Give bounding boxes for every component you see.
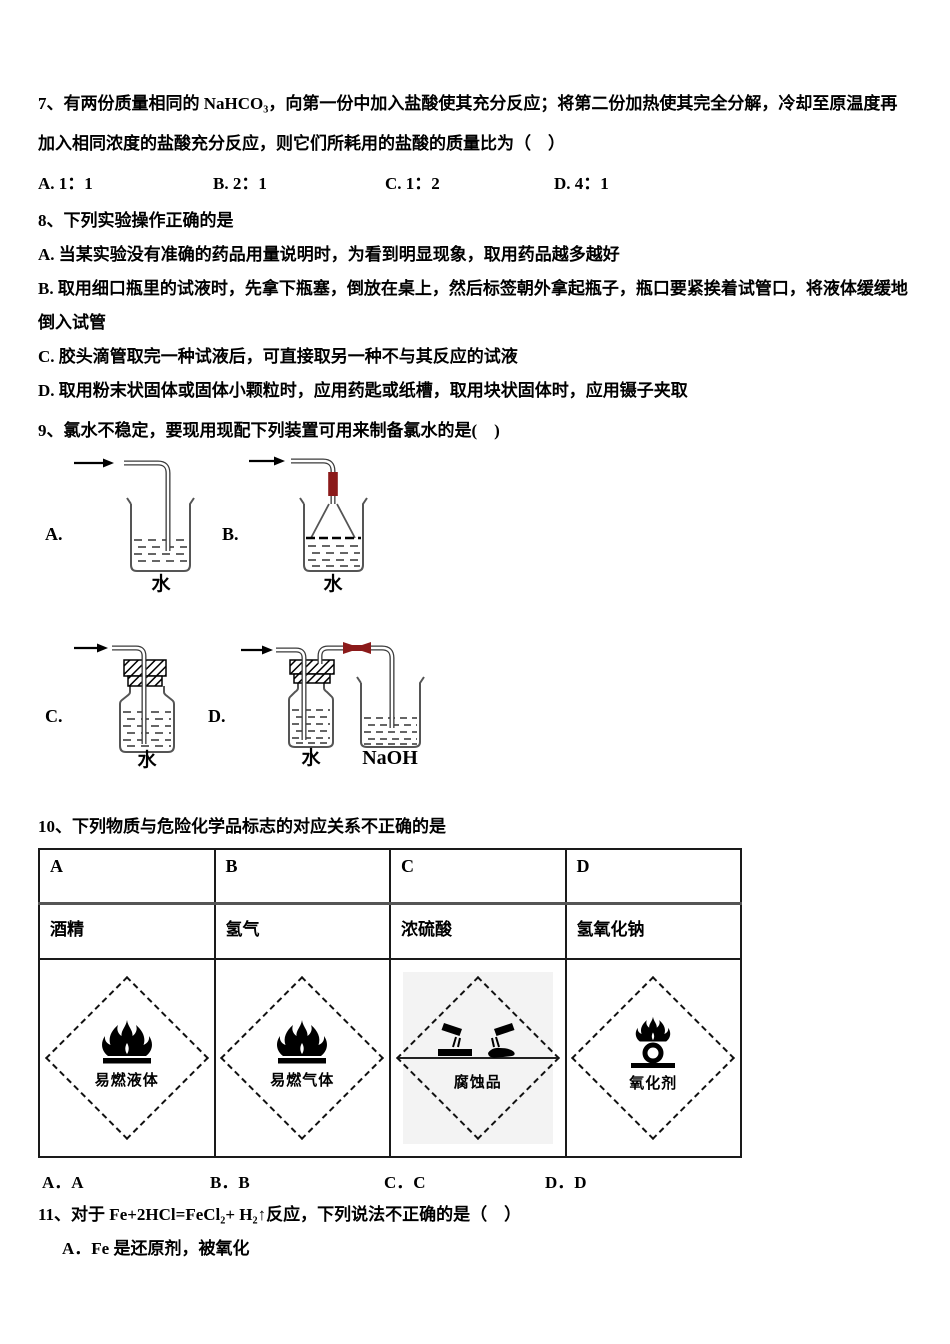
apparatus-b-diagram: 水 xyxy=(249,456,368,594)
beaker-outline xyxy=(299,497,368,572)
oxidizer-flame-icon xyxy=(631,1016,676,1068)
oxidizer-sign: 氧化剂 xyxy=(567,960,741,1156)
sign-label: 氧化剂 xyxy=(629,1075,678,1092)
question-7: 7、有两份质量相同的 NaHCO₃，向第一份中加入盐酸使其充分反应；将第二份加热… xyxy=(38,84,913,198)
bottle-outline xyxy=(119,686,175,753)
q7-option-b: B. 2：1 xyxy=(213,173,267,193)
rubber-stopper xyxy=(289,659,335,675)
table-header-row: A B C D xyxy=(38,848,742,905)
diagram-b-label: B. xyxy=(222,524,239,544)
question-10-stem: 10、下列物质与危险化学品标志的对应关系不正确的是 xyxy=(38,817,446,836)
substance-alcohol: 酒精 xyxy=(38,902,216,960)
delivery-tube xyxy=(291,458,336,504)
substance-row: 酒精 氢气 浓硫酸 氢氧化钠 xyxy=(38,902,742,960)
question-9: 9、氯水不稳定，要现用现配下列装置可用来制备氯水的是( ) A. 水 B. xyxy=(38,414,913,784)
question-8: 8、下列实验操作正确的是 A. 当某实验没有准确的药品用量说明时，为看到明显现象… xyxy=(38,204,913,408)
question-8-stem: 8、下列实验操作正确的是 xyxy=(38,211,234,230)
q10-option-a: A．A xyxy=(42,1172,84,1192)
hazard-sign-row: 易燃液体 xyxy=(38,958,742,1158)
apparatus-c-diagram: 水 xyxy=(74,643,175,769)
q7-option-a: A. 1：1 xyxy=(38,173,93,193)
bottle-water-dashes xyxy=(292,709,330,744)
apparatus-a-diagram: 水 xyxy=(74,458,195,594)
question-10: 10、下列物质与危险化学品标志的对应关系不正确的是 A B C D 酒精 氢气 … xyxy=(38,810,913,1194)
water-dashes xyxy=(134,539,187,562)
q10-option-b: B．B xyxy=(210,1172,250,1192)
water-dashes xyxy=(308,545,360,567)
substance-hydrogen: 氢气 xyxy=(213,902,391,960)
q7-option-c: C. 1：2 xyxy=(385,173,440,193)
q8-option-b: B. 取用细口瓶里的试液时，先拿下瓶塞，倒放在桌上，然后标签朝外拿起瓶子，瓶口要… xyxy=(38,279,908,332)
beaker-outline xyxy=(126,497,195,572)
apparatus-d-diagram: 水 NaOH xyxy=(241,642,425,768)
question-9-stem: 9、氯水不稳定，要现用现配下列装置可用来制备氯水的是( ) xyxy=(38,421,500,440)
water-label: 水 xyxy=(137,749,157,769)
substance-naoh: 氢氧化钠 xyxy=(564,902,742,960)
apparatus-figure: A. 水 B. xyxy=(38,448,913,784)
diagram-a-label: A. xyxy=(45,524,63,544)
flame-icon xyxy=(101,1019,152,1063)
question-7-stem: 7、有两份质量相同的 NaHCO₃，向第一份中加入盐酸使其充分反应；将第二份加热… xyxy=(38,94,898,153)
inverted-funnel xyxy=(310,503,356,539)
beaker-outline xyxy=(356,676,425,748)
header-cell-b: B xyxy=(213,848,391,905)
q11-option-a: A．Fe 是还原剂，被氧化 xyxy=(62,1239,250,1258)
q8-option-d: D. 取用粉末状固体或固体小颗粒时，应用药匙或纸槽，取用块状固体时，应用镊子夹取 xyxy=(38,381,688,400)
question-11-stem: 11、对于 Fe+2HCl=FeCl₂+ H₂↑反应，下列说法不正确的是（ ） xyxy=(38,1205,522,1224)
water-label: 水 xyxy=(323,573,343,594)
hazard-table: A B C D 酒精 氢气 浓硫酸 氢氧化钠 xyxy=(38,848,742,1158)
water-dashes xyxy=(123,711,171,747)
sign-label: 易燃液体 xyxy=(94,1072,159,1089)
diagram-d-label: D. xyxy=(208,706,226,726)
naoh-label: NaOH xyxy=(362,747,418,768)
diagram-c-label: C. xyxy=(45,706,63,726)
rubber-connector xyxy=(328,472,338,496)
header-cell-d: D xyxy=(564,848,742,905)
water-label: 水 xyxy=(301,747,321,768)
flammable-liquid-sign: 易燃液体 xyxy=(40,960,214,1156)
water-label: 水 xyxy=(151,573,171,594)
corrosive-sign: 腐蚀品 xyxy=(391,960,565,1156)
corrosive-icon xyxy=(437,1022,515,1058)
q8-option-c: C. 胶头滴管取完一种试液后，可直接取另一种不与其反应的试液 xyxy=(38,347,518,366)
bottle-outline xyxy=(288,683,334,748)
header-cell-a: A xyxy=(38,848,216,905)
substance-sulfuric-acid: 浓硫酸 xyxy=(389,902,567,960)
question-11: 11、对于 Fe+2HCl=FeCl₂+ H₂↑反应，下列说法不正确的是（ ） … xyxy=(38,1198,913,1266)
sign-label: 易燃气体 xyxy=(270,1072,335,1089)
question-7-options: A. 1：1 B. 2：1 C. 1：2 D. 4：1 xyxy=(38,164,913,198)
rubber-connector xyxy=(343,642,371,654)
q7-option-d: D. 4：1 xyxy=(554,173,609,193)
q8-option-a: A. 当某实验没有准确的药品用量说明时，为看到明显现象，取用药品越多越好 xyxy=(38,245,620,264)
sign-label: 腐蚀品 xyxy=(453,1074,502,1091)
header-cell-c: C xyxy=(389,848,567,905)
q10-option-c: C．C xyxy=(384,1172,426,1192)
flammable-gas-sign: 易燃气体 xyxy=(216,960,390,1156)
flame-icon xyxy=(277,1019,328,1063)
q10-option-d: D．D xyxy=(545,1172,587,1192)
question-10-options: A．A B．B C．C D．D xyxy=(38,1166,913,1194)
